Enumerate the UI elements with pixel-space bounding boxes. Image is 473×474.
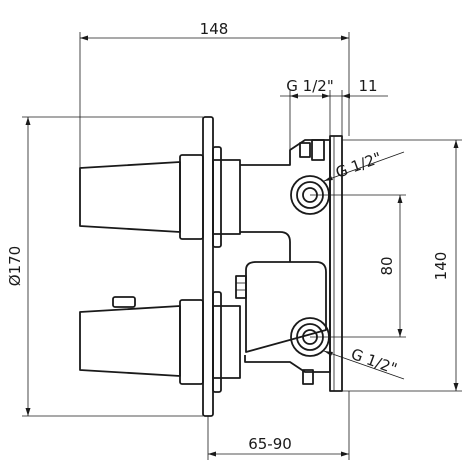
leader-lower-outlet: G 1/2" xyxy=(323,345,405,380)
mounting-flange xyxy=(329,135,343,392)
dim-label-diameter: Ø170 xyxy=(6,246,24,286)
dim-label-80: 80 xyxy=(378,256,396,275)
lower-collar xyxy=(179,299,204,385)
dim-label-140: 140 xyxy=(432,252,450,281)
lower-knob xyxy=(112,296,136,308)
dim-label-65-90: 65-90 xyxy=(248,435,292,453)
top-connector-left xyxy=(299,142,311,158)
dim-label-thread-upper: G 1/2" xyxy=(333,149,384,182)
upper-body-connector xyxy=(240,231,291,262)
leader-upper-outlet: G 1/2" xyxy=(323,149,405,182)
cover-plate xyxy=(202,116,214,417)
dim-label-thread-top: G 1/2" xyxy=(286,77,333,95)
dimension-top-thread: G 1/2" 11 xyxy=(280,77,388,150)
dim-label-11: 11 xyxy=(358,77,377,95)
cartridge-block xyxy=(245,261,327,353)
dimension-body-height: 140 xyxy=(342,139,462,392)
lower-ring xyxy=(212,291,222,393)
dimension-overall-width: 148 xyxy=(79,20,350,168)
dimension-outlet-spacing: 80 xyxy=(310,194,406,338)
dim-label-148: 148 xyxy=(200,20,229,38)
bottom-connector xyxy=(302,369,314,385)
lower-sleeve xyxy=(212,305,241,379)
upper-handle xyxy=(79,161,181,233)
upper-sleeve xyxy=(212,159,241,235)
top-connector-right xyxy=(311,139,325,161)
lower-handle xyxy=(79,305,181,377)
bolt xyxy=(235,275,247,299)
mixer-body xyxy=(79,116,343,417)
dimension-plate-diameter: Ø170 xyxy=(6,116,203,417)
dimension-depth-range: 65-90 xyxy=(207,391,350,460)
upper-collar xyxy=(179,154,204,240)
dim-label-thread-lower: G 1/2" xyxy=(349,345,400,378)
upper-ring xyxy=(212,146,222,248)
